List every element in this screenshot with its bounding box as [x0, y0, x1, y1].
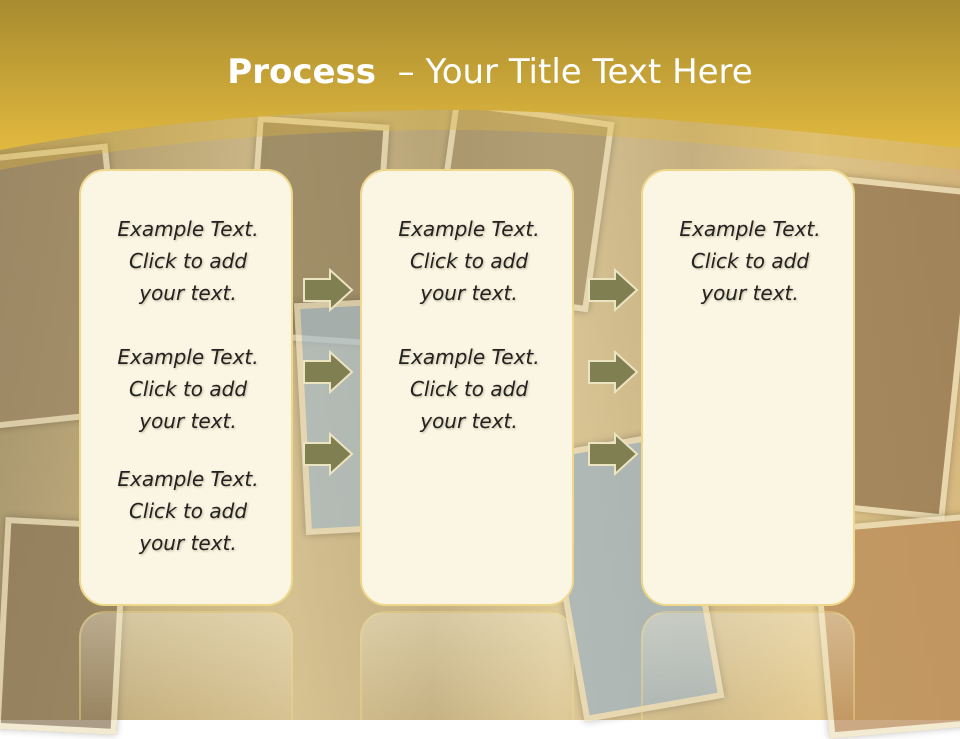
- panel-2-text-1[interactable]: Example Text. Click to add your text.: [398, 217, 540, 305]
- header-wave: [0, 0, 960, 150]
- panel-1-text-1[interactable]: Example Text. Click to add your text.: [117, 217, 259, 305]
- panel-2-reflection: [360, 611, 574, 720]
- process-panel-1[interactable]: Example Text. Click to add your text. Ex…: [79, 169, 293, 606]
- right-arrow-icon[interactable]: [302, 432, 354, 476]
- right-arrow-icon[interactable]: [302, 268, 354, 312]
- panel-1-text-3[interactable]: Example Text. Click to add your text.: [117, 467, 259, 555]
- panel-1-text-2[interactable]: Example Text. Click to add your text.: [117, 345, 259, 433]
- process-panel-3[interactable]: Example Text. Click to add your text.: [641, 169, 855, 606]
- right-arrow-icon[interactable]: [302, 350, 354, 394]
- title-bold: Process: [227, 52, 377, 92]
- right-arrow-icon[interactable]: [587, 432, 639, 476]
- process-panel-2[interactable]: Example Text. Click to add your text. Ex…: [360, 169, 574, 606]
- right-arrow-icon[interactable]: [587, 350, 639, 394]
- header-band: [0, 0, 960, 170]
- slide-title[interactable]: Process – Your Title Text Here: [0, 52, 960, 92]
- header-wave-shadow: [0, 109, 960, 170]
- panel-2-text-2[interactable]: Example Text. Click to add your text.: [398, 345, 540, 433]
- panel-3-text-1[interactable]: Example Text. Click to add your text.: [679, 217, 821, 305]
- right-arrow-icon[interactable]: [587, 268, 639, 312]
- title-rest: – Your Title Text Here: [376, 52, 753, 92]
- panel-1-reflection: [79, 611, 293, 720]
- panel-3-reflection: [641, 611, 855, 720]
